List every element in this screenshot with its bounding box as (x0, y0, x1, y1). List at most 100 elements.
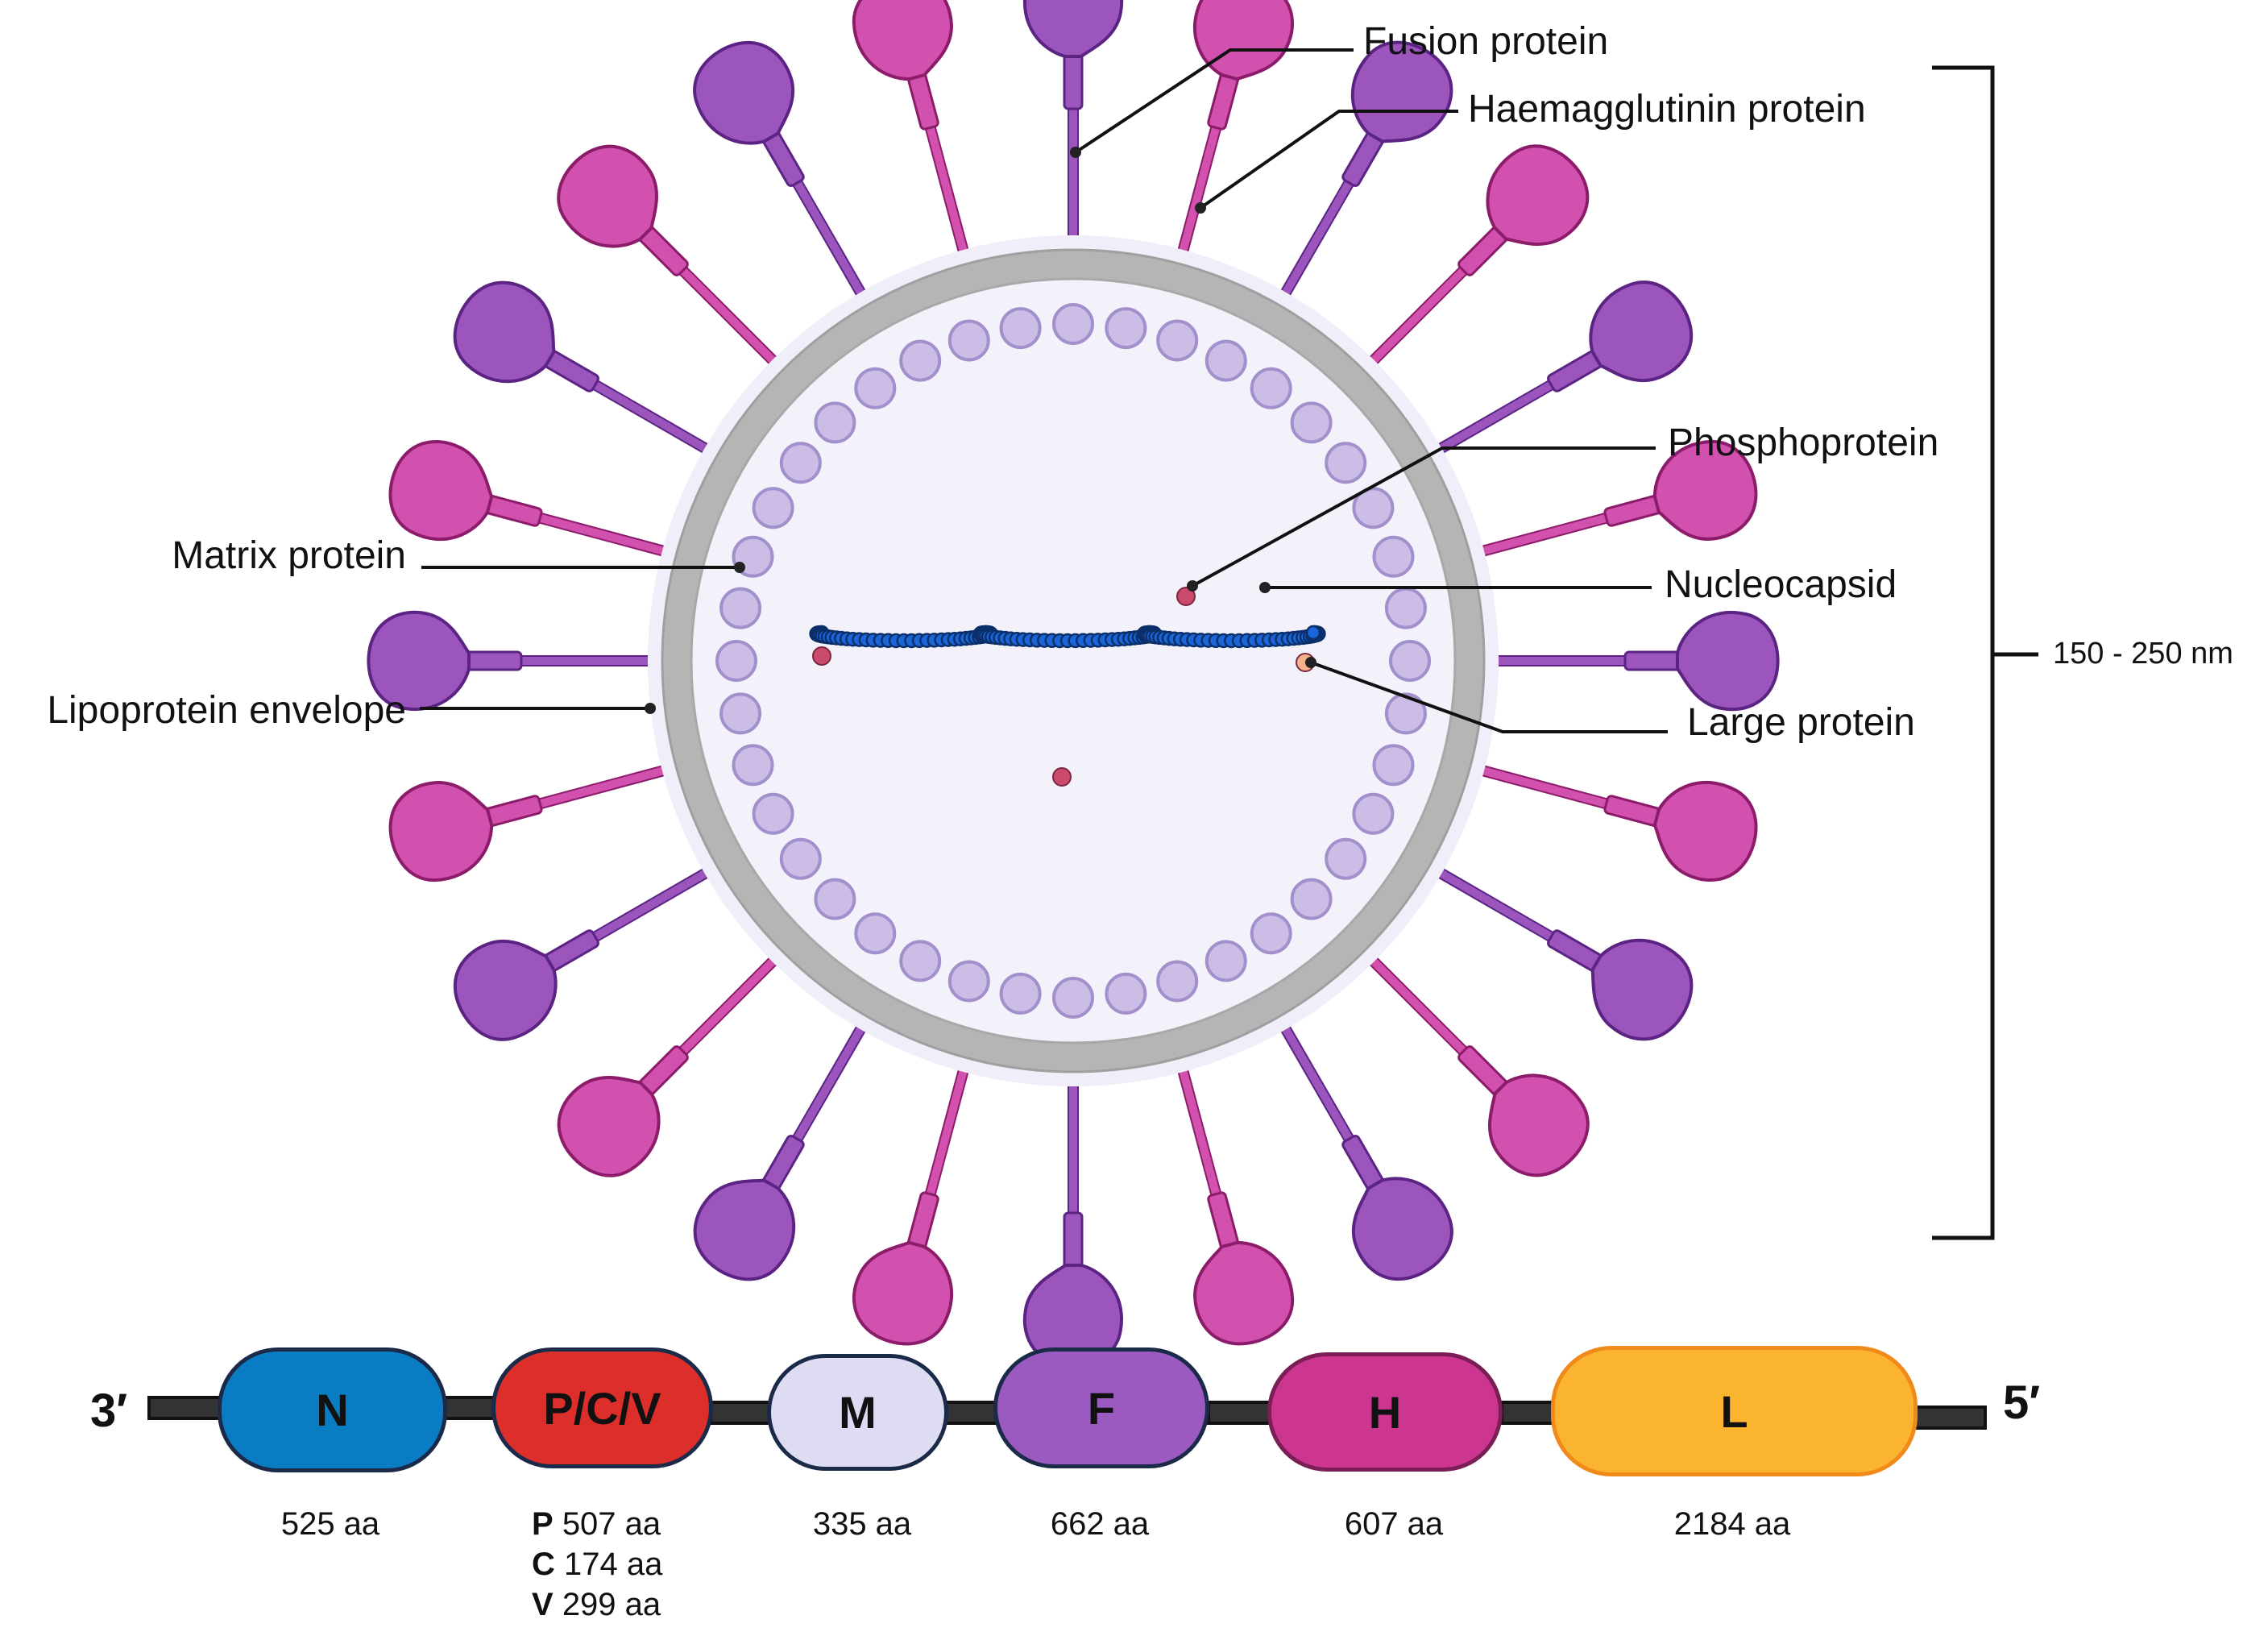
matrix-protein-bead (732, 744, 774, 787)
matrix-protein-bead (779, 837, 822, 880)
leader-haemagglutinin (1199, 110, 1458, 210)
size-n: 525 aa (280, 1506, 380, 1542)
spike-head (852, 1240, 954, 1346)
haemagglutinin-protein-spike (1452, 757, 1758, 882)
spike-head (453, 280, 556, 384)
spike-head (852, 0, 953, 81)
label-phosphoprotein: Phosphoprotein (1668, 421, 1939, 464)
dot-large (1305, 657, 1316, 668)
virion-interior (693, 280, 1453, 1041)
spike-head (1488, 1073, 1590, 1177)
matrix-protein-bead (719, 587, 762, 629)
fusion-protein-spike (1411, 853, 1694, 1041)
matrix-protein-bead (1105, 972, 1147, 1015)
size-m: 335 aa (812, 1506, 912, 1542)
size-p-row: P 507 aa (532, 1504, 685, 1544)
matrix-protein-bead (899, 940, 942, 982)
label-matrix-protein: Matrix protein (172, 534, 406, 577)
haemagglutinin-protein-spike (1169, 0, 1294, 282)
matrix-protein-bead (1290, 878, 1333, 920)
matrix-protein-bead (1352, 792, 1395, 835)
leader-large (1310, 661, 1668, 733)
matrix-protein-bead (854, 367, 897, 409)
label-lipoprotein-envelope: Lipoprotein envelope (47, 689, 406, 732)
spike-head (1486, 144, 1590, 246)
spike-head (557, 1076, 661, 1177)
genome-5prime-end: 5′ (2003, 1376, 2041, 1429)
fusion-protein-spike (1022, 1055, 1123, 1368)
spike-head (367, 610, 471, 711)
leader-fusion (1074, 48, 1354, 154)
phosphoprotein-marker (1052, 767, 1072, 787)
matrix-protein-bead (1156, 319, 1199, 362)
haemagglutinin-protein-spike (1347, 144, 1590, 387)
spike-head (1589, 280, 1694, 382)
fusion-protein-spike (693, 999, 881, 1281)
matrix-protein-bead (999, 307, 1042, 350)
matrix-protein-bead (1052, 303, 1094, 345)
gene-m: M (767, 1354, 948, 1471)
spike-neck (1063, 1211, 1084, 1271)
matrix-protein-bead (1052, 977, 1094, 1019)
size-c-letter: C (532, 1547, 555, 1582)
matrix-protein-bead (1372, 744, 1415, 787)
size-c-row: C 174 aa (532, 1544, 685, 1584)
haemagglutinin-protein-spike (1452, 439, 1758, 565)
nucleocapsid-bead (1305, 625, 1321, 641)
dot-haemagglutinin (1195, 202, 1206, 214)
gene-pcv: P/C/V (491, 1347, 713, 1468)
spike-head (1023, 0, 1124, 58)
phosphoprotein-marker (812, 646, 831, 666)
label-haemagglutinin-protein: Haemagglutinin protein (1468, 88, 1866, 131)
haemagglutinin-protein-spike (852, 0, 977, 282)
matrix-protein-bead (1325, 837, 1367, 880)
dot-matrix (734, 562, 745, 573)
fusion-protein-spike (453, 280, 736, 469)
leader-dots (645, 147, 1316, 714)
matrix-protein-bead (1384, 587, 1427, 629)
label-virion-size: 150 - 250 nm (2053, 637, 2233, 671)
haemagglutinin-protein-spike (852, 1040, 977, 1346)
spike-head (1652, 780, 1758, 882)
matrix-protein-bead (1290, 401, 1333, 444)
matrix-protein-bead (752, 487, 794, 529)
dot-nucleocapsid (1259, 582, 1271, 593)
matrix-protein-bead (999, 972, 1042, 1015)
matrix-protein-bead (1372, 535, 1415, 578)
matrix-protein-bead (814, 878, 856, 920)
spike-head (1676, 611, 1780, 712)
label-fusion-protein: Fusion protein (1363, 20, 1609, 63)
spike-head (693, 1178, 796, 1281)
matrix-protein-bead (719, 692, 762, 735)
dot-envelope (645, 703, 656, 714)
matrix-protein-bead (947, 319, 990, 362)
matrix-protein-bead (779, 442, 822, 484)
matrix-protein-bead (752, 792, 794, 835)
lipoprotein-envelope-edge-inner (690, 277, 1457, 1044)
linker-3prime (147, 1396, 222, 1420)
fusion-protein-spike (453, 853, 736, 1041)
size-f: 662 aa (1050, 1506, 1150, 1542)
matrix-protein-layer (715, 303, 1431, 1019)
matrix-protein-bead (1105, 307, 1147, 350)
spike-head (557, 144, 658, 248)
fusion-protein-spike (1265, 999, 1453, 1281)
size-h: 607 aa (1344, 1506, 1444, 1542)
lipoprotein-envelope-edge-outer (661, 248, 1486, 1073)
haemagglutinin-protein-spike (388, 440, 694, 565)
spike-neck (1623, 650, 1683, 671)
leader-lines (420, 48, 2038, 1240)
size-v: 299 aa (562, 1587, 661, 1622)
size-c: 174 aa (564, 1547, 663, 1582)
gene-h: H (1267, 1352, 1503, 1472)
haemagglutinin-protein-spike (557, 935, 799, 1177)
size-bracket (1932, 65, 1995, 1240)
matrix-protein-bead (854, 912, 897, 955)
phosphoprotein-marker (1176, 587, 1196, 606)
fusion-protein-spike (1467, 611, 1780, 712)
spike-neck (1063, 51, 1084, 110)
fusion-protein-spike (367, 610, 679, 711)
gene-l: L (1551, 1346, 1918, 1476)
matrix-protein-bead (814, 401, 856, 444)
